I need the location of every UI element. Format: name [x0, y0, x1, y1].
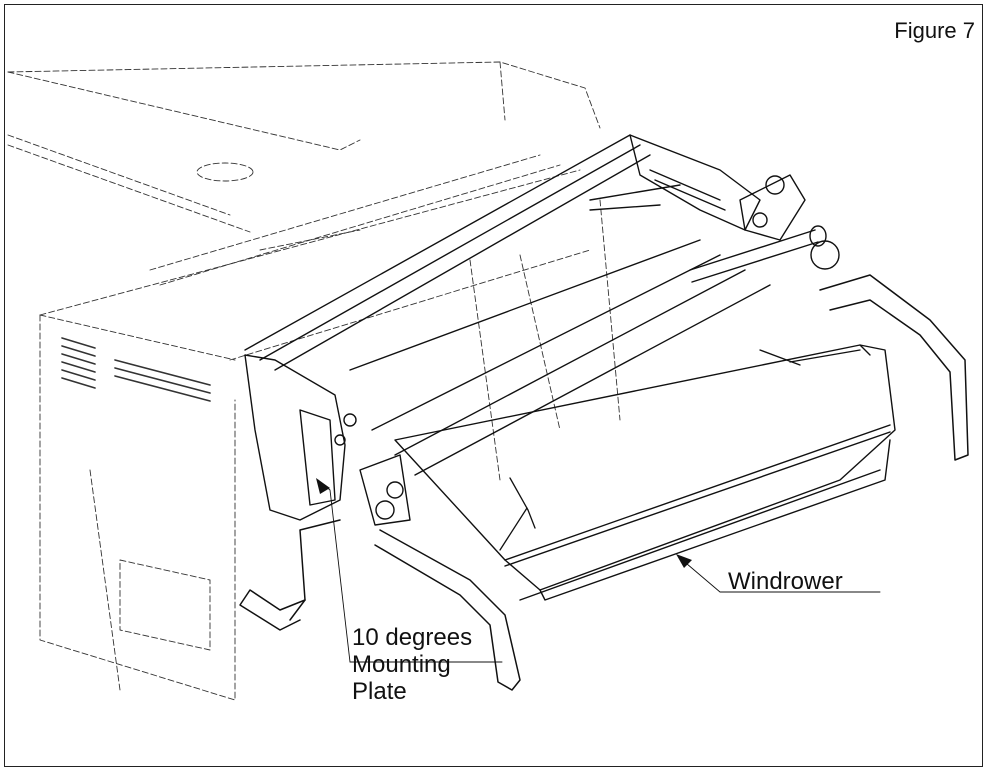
- mounting-plate-line1: 10 degrees: [352, 624, 473, 651]
- support-legs: [239, 274, 969, 691]
- cylinder-assembly: [629, 134, 840, 283]
- machine-body-dashed: [7, 61, 621, 701]
- frame-rails: [244, 134, 771, 476]
- pivot-arm: [244, 354, 411, 526]
- tie-straps: [499, 349, 861, 551]
- callout-leaders: [316, 478, 881, 663]
- vent-grille: [61, 337, 211, 402]
- figure-label: Figure 7: [894, 18, 975, 43]
- windrower-plate: [394, 344, 896, 601]
- mounting-plate-callout: 10 degrees Mounting Plate: [352, 624, 472, 705]
- figure-frame: [4, 4, 983, 767]
- mounting-plate-line3: Plate: [352, 678, 407, 705]
- mounting-plate-line2: Mounting: [352, 651, 451, 678]
- windrower-callout: Windrower: [728, 568, 843, 595]
